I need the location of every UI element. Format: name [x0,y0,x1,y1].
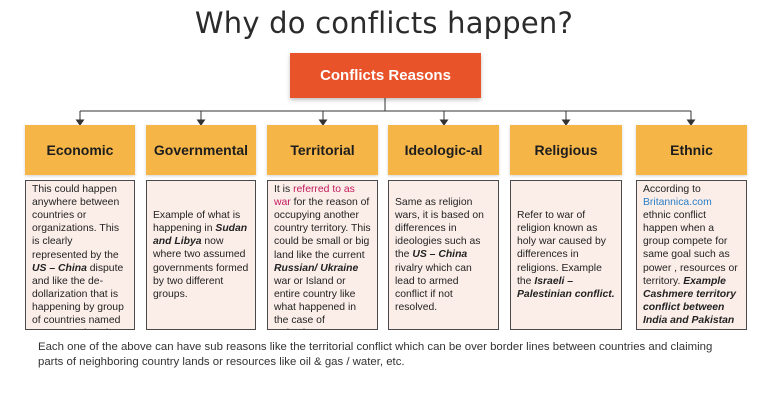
description-run: war or Island or entire country like wha… [274,275,357,329]
description-economic: This could happen anywhere between count… [25,180,135,330]
emphasis-text: Example Cashmere territory conflict betw… [643,275,736,326]
emphasis-text: Israeli – Palestinian conflict. [517,275,615,300]
description-governmental: Example of what is happening in Sudan an… [146,180,256,330]
emphasis-text: Russian/ Ukraine [274,262,359,274]
branch-drops [75,111,696,126]
description-run: ethnic conflict happen when a group comp… [643,210,738,287]
description-run: rivalry which can lead to armed conflict… [395,262,472,313]
description-ethnic: According to Britannica.com ethnic confl… [636,180,747,330]
description-text: Same as religion wars, it is based on di… [395,196,492,314]
emphasis-text: US – China [32,262,87,274]
description-text: Example of what is happening in Sudan an… [153,209,249,301]
description-territorial: It is referred to as war for the reason … [267,180,378,330]
description-run: It is [274,184,294,195]
description-run: for the reason of occupying another coun… [274,197,371,261]
description-text: This could happen anywhere between count… [32,183,128,329]
description-run: According to [643,183,701,195]
description-run: now where two assumed governments formed… [153,236,249,300]
category-economic: Economic [25,125,135,175]
category-governmental: Governmental [146,125,256,175]
footer-note: Each one of the above can have sub reaso… [38,341,713,368]
description-ideological: Same as religion wars, it is based on di… [388,180,499,330]
description-run: referred to as war [274,184,355,209]
description-text: It is referred to as war for the reason … [274,183,371,329]
description-text: According to Britannica.com ethnic confl… [643,183,740,327]
category-ethnic: Ethnic [636,125,747,175]
description-run: Refer to war of religion known as holy w… [517,210,606,287]
description-run: This could happen anywhere between count… [32,184,120,261]
category-territorial: Territorial [267,125,378,175]
description-run: Same as religion wars, it is based on di… [395,197,484,261]
diagram-title: Why do conflicts happen? [194,6,574,40]
description-religious: Refer to war of religion known as holy w… [510,180,622,330]
emphasis-text: US – China [412,249,468,261]
description-run: Example of what is happening in [153,210,241,235]
description-run: dispute and like the de-dollarization th… [32,262,124,329]
emphasis-text: Sudan and Libya [153,223,248,248]
root-node: Conflicts Reasons [290,53,481,98]
category-ideological: Ideologic-al [388,125,499,175]
category-religious: Religious [510,125,622,175]
description-text: Refer to war of religion known as holy w… [517,209,615,301]
britannica-link[interactable]: Britannica.com [643,197,712,209]
